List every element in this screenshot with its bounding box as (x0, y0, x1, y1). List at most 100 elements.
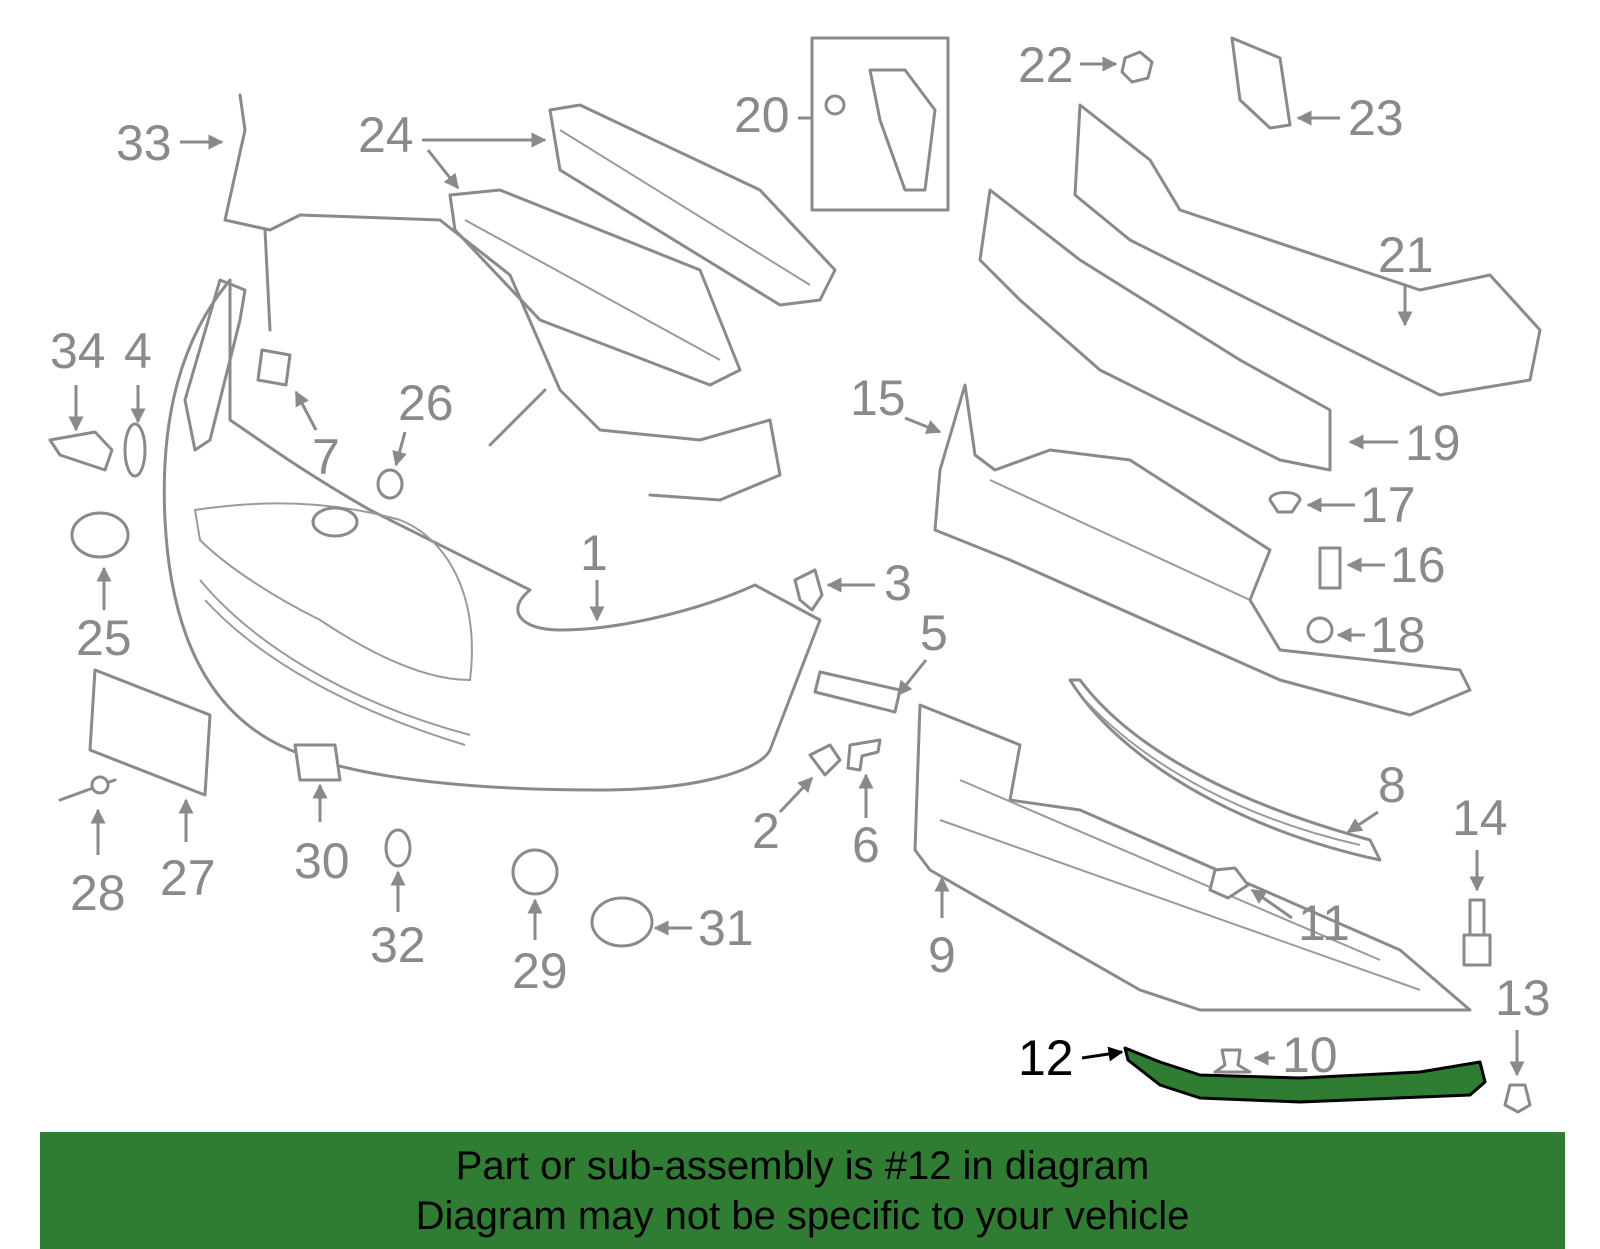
callout-18: 18 (1336, 607, 1426, 663)
callout-14: 14 (1452, 790, 1508, 892)
rivet-part-28 (58, 775, 117, 802)
callout-label: 31 (698, 900, 754, 956)
callout-label: 28 (70, 865, 126, 921)
callout-20: 20 (734, 87, 812, 143)
callout-33: 33 (116, 115, 224, 171)
callout-label: 1 (580, 525, 608, 581)
callout-label: 24 (358, 107, 414, 163)
callout-15: 15 (850, 370, 942, 434)
callout-label: 29 (512, 943, 568, 999)
callout-label: 20 (734, 87, 790, 143)
push-pin-part-2 (808, 743, 842, 777)
seal-part-4 (123, 422, 147, 478)
bolt-part-14 (1462, 898, 1492, 967)
absorber-part-19 (978, 188, 1332, 472)
absorber-part-15 (933, 383, 1472, 717)
callout-label: 22 (1018, 37, 1074, 93)
clip-part-6 (846, 738, 882, 772)
callout-13: 13 (1495, 970, 1551, 1077)
grille-part-24 (448, 103, 837, 387)
callout-label: 8 (1378, 757, 1406, 813)
callout-label: 16 (1390, 537, 1446, 593)
pin-part-13 (1503, 1083, 1532, 1114)
callout-label: 11 (1298, 895, 1350, 951)
callout-6: 6 (852, 773, 880, 873)
callout-label: 33 (116, 115, 172, 171)
splash-shield-part-9 (913, 703, 1472, 1012)
callout-5: 5 (896, 605, 948, 697)
callouts: 1 2 3 4 5 6 7 8 9 10 11 12 13 14 15 16 1… (50, 37, 1551, 1086)
callout-label: 6 (852, 817, 880, 873)
bracket-part-3 (793, 568, 824, 612)
callout-label: 23 (1348, 90, 1404, 146)
callout-label: 4 (124, 323, 152, 379)
bracket-part-23 (1230, 36, 1292, 130)
callout-label: 30 (294, 833, 350, 889)
callout-7: 7 (294, 390, 340, 485)
callout-label: 7 (312, 429, 340, 485)
callout-12: 12 (1018, 1030, 1124, 1086)
callout-23: 23 (1296, 90, 1404, 146)
fastener-part-18 (1306, 616, 1334, 644)
bracket-part-11 (1208, 866, 1250, 900)
callout-22: 22 (1018, 37, 1118, 93)
sensor-part-29 (511, 848, 559, 896)
callout-label: 3 (884, 555, 912, 611)
callout-11: 11 (1250, 888, 1350, 951)
callout-label: 15 (850, 370, 906, 426)
callout-24: 24 (358, 107, 547, 190)
callout-label: 2 (752, 803, 780, 859)
callout-25: 25 (76, 566, 132, 666)
clip-part-10 (1213, 1048, 1252, 1074)
callout-28: 28 (70, 808, 126, 921)
callout-label: 19 (1405, 415, 1461, 471)
callout-9: 9 (928, 876, 956, 983)
grommet-part-32 (384, 828, 412, 868)
sensor-part-31 (590, 896, 654, 948)
info-banner: Part or sub-assembly is #12 in diagram D… (40, 1132, 1565, 1249)
callout-21: 21 (1378, 227, 1434, 327)
callout-32: 32 (370, 870, 426, 973)
reinforcement-part-21 (1073, 103, 1542, 397)
bracket-part-20 (810, 36, 950, 212)
callout-label: 21 (1378, 227, 1434, 283)
callout-27: 27 (160, 798, 216, 906)
callout-30: 30 (294, 783, 350, 889)
callout-label: 5 (920, 605, 948, 661)
callout-label: 26 (398, 375, 454, 431)
callout-31: 31 (653, 900, 754, 956)
callout-3: 3 (826, 555, 912, 611)
callout-label: 14 (1452, 790, 1508, 846)
sensor-part-34 (48, 430, 114, 472)
callout-4: 4 (124, 323, 152, 424)
callout-34: 34 (50, 323, 106, 432)
lower-grille-part-8 (1068, 678, 1382, 862)
strip-part-5 (813, 670, 902, 714)
license-bracket-part-27 (88, 668, 212, 797)
callout-17: 17 (1306, 477, 1416, 533)
callout-8: 8 (1346, 757, 1406, 834)
callout-label: 17 (1360, 477, 1416, 533)
nut-part-22 (1120, 50, 1154, 84)
ring-part-25 (70, 511, 130, 559)
callout-label: 34 (50, 323, 106, 379)
callout-label-highlighted: 12 (1018, 1030, 1074, 1086)
callout-10: 10 (1253, 1027, 1338, 1083)
bumper-cover-part-1 (162, 278, 822, 792)
fastener-part-17 (1268, 491, 1302, 514)
sensor-part-30 (293, 743, 342, 782)
banner-line-part-number: Part or sub-assembly is #12 in diagram (455, 1143, 1150, 1188)
callout-label: 13 (1495, 970, 1551, 1026)
callout-16: 16 (1346, 537, 1446, 593)
callout-29: 29 (512, 898, 568, 999)
fastener-part-16 (1318, 546, 1342, 590)
callout-26: 26 (392, 375, 454, 467)
callout-label: 25 (76, 610, 132, 666)
harness-part-33 (223, 93, 782, 502)
callout-1: 1 (580, 525, 608, 622)
callout-2: 2 (752, 776, 814, 859)
callout-label: 18 (1370, 607, 1426, 663)
banner-line-disclaimer: Diagram may not be specific to your vehi… (415, 1193, 1190, 1238)
callout-19: 19 (1348, 415, 1461, 471)
